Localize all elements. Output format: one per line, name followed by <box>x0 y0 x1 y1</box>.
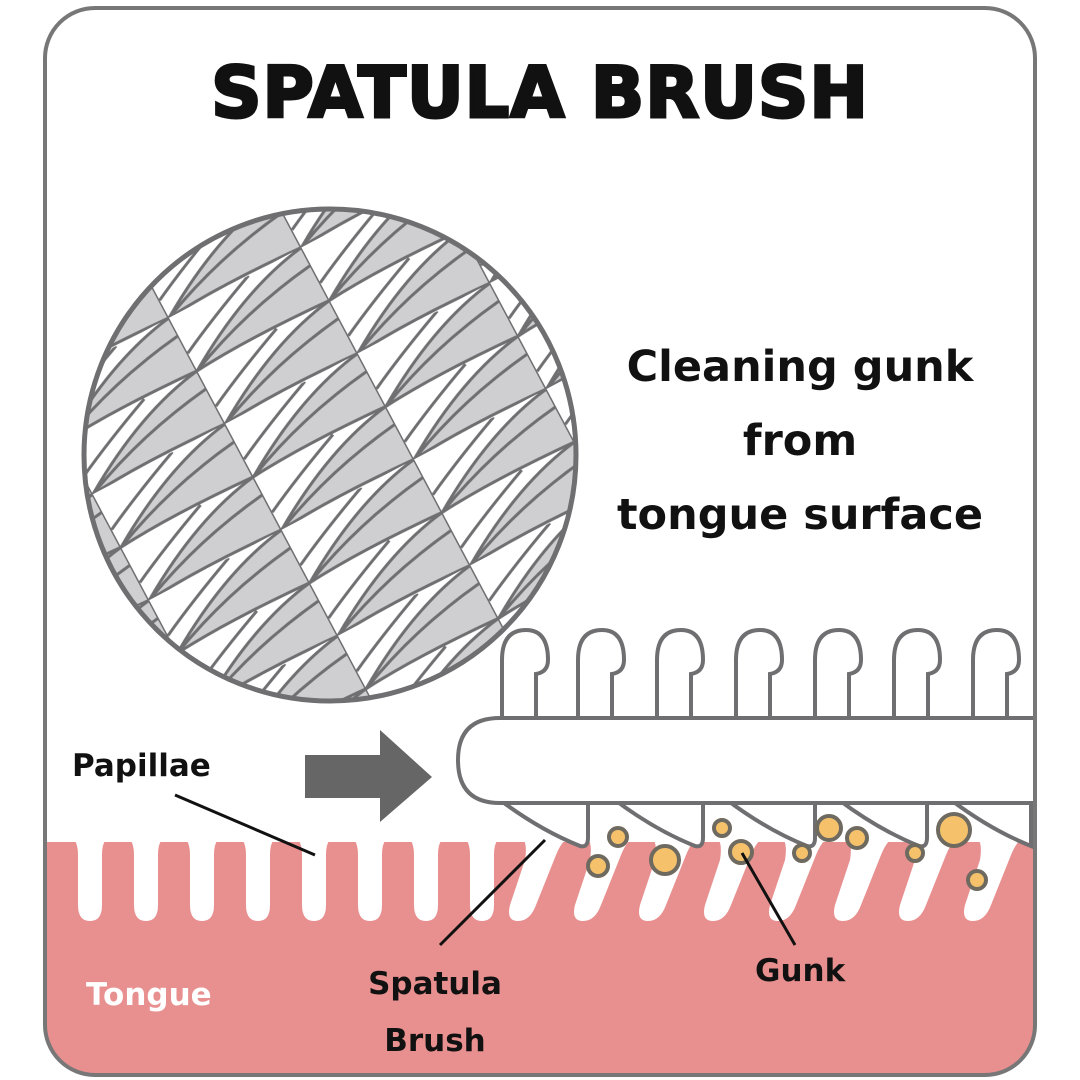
papillae-left <box>64 835 508 921</box>
label-line: Brush <box>384 1023 486 1059</box>
label-papillae: Papillae <box>72 748 211 784</box>
gunk-particles <box>586 812 988 891</box>
direction-arrow-icon <box>305 730 432 822</box>
brush-hooks <box>500 627 1022 720</box>
spatula-brush <box>455 627 1034 849</box>
label-gunk: Gunk <box>755 953 846 989</box>
frame <box>43 6 1037 1077</box>
label-spatula-brush: Spatula Brush <box>360 956 510 1070</box>
page-title: SPATULA BRUSH <box>210 51 870 136</box>
tongue <box>45 835 1035 1075</box>
caption-line: tongue surface <box>616 490 984 540</box>
spatula-blades <box>493 798 1033 849</box>
papillae-right <box>509 835 1031 921</box>
label-line: Spatula <box>368 966 502 1002</box>
caption-line: from <box>742 416 858 466</box>
brush-bar <box>455 716 1034 805</box>
caption-line: Cleaning gunk <box>626 342 974 392</box>
caption: Cleaning gunk from tongue surface <box>590 330 1010 552</box>
leader-lines <box>174 793 797 947</box>
magnified-scales <box>81 206 579 704</box>
label-tongue: Tongue <box>86 977 212 1013</box>
